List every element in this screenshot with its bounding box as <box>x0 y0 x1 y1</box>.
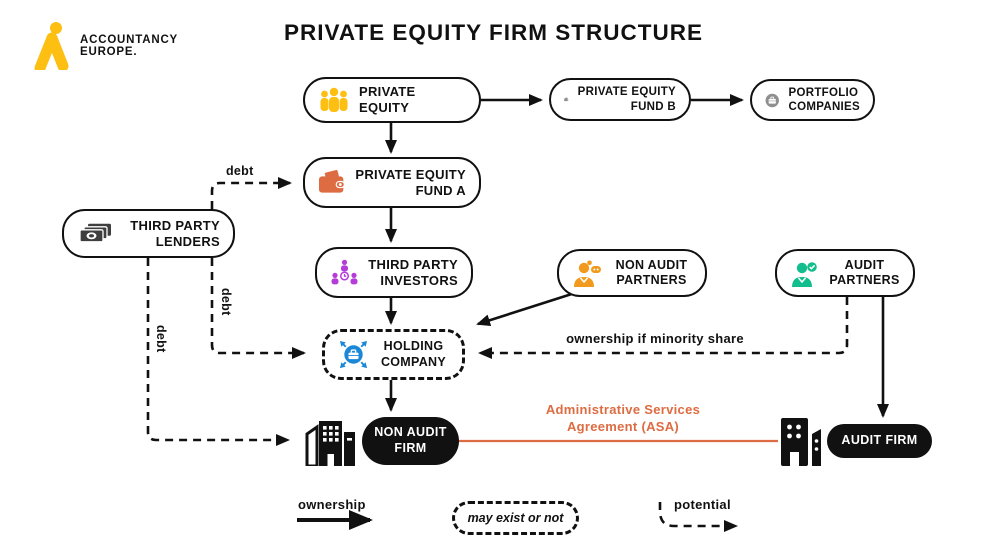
debt-label: debt <box>226 164 254 178</box>
node-third-party-investors: THIRD PARTY INVESTORS <box>315 247 473 298</box>
node-pe-fund-b: PRIVATE EQUITY FUND B <box>549 78 691 121</box>
node-label: AUDIT PARTNERS <box>829 257 900 287</box>
page-title: PRIVATE EQUITY FIRM STRUCTURE <box>283 20 703 45</box>
legend-potential-label: potential <box>674 497 731 512</box>
briefcase-expand-icon <box>339 340 368 369</box>
logo-line1: ACCOUNTANCY <box>80 33 179 46</box>
person-speech-icon <box>574 260 601 287</box>
banknotes-icon <box>79 223 111 242</box>
legend-ownership-label: ownership <box>298 497 366 512</box>
node-non-audit-firm: NON AUDIT FIRM <box>362 417 459 465</box>
building-icon <box>305 421 355 466</box>
legend-potential-arrow <box>658 502 738 532</box>
node-label: PRIVATE EQUITY FUND A <box>355 166 466 198</box>
node-label: PRIVATE EQUITY <box>359 84 416 115</box>
org-network-icon <box>331 259 358 285</box>
edge-debt-lenders-to-holding <box>210 258 306 359</box>
node-non-audit-partners: NON AUDIT PARTNERS <box>557 249 707 297</box>
node-audit-partners: AUDIT PARTNERS <box>775 249 915 297</box>
person-badge-icon <box>792 262 817 287</box>
edge-debt-lenders-to-fund-a <box>210 177 292 209</box>
node-label: THIRD PARTY INVESTORS <box>368 256 458 288</box>
people-group-icon <box>320 87 348 112</box>
edge-minority-audit-partners-to-holding <box>478 297 849 359</box>
wallet-icon <box>564 97 569 102</box>
edge-non-audit-partners-to-holding <box>476 290 579 327</box>
node-label: PRIVATE EQUITY FUND B <box>577 86 676 113</box>
logo-line2: EUROPE. <box>80 46 138 58</box>
node-holding-company: HOLDING COMPANY <box>322 329 465 380</box>
wallet-icon <box>319 169 345 193</box>
legend-may-exist-label: may exist or not <box>467 511 564 525</box>
node-label: NON AUDIT PARTNERS <box>615 257 688 287</box>
node-private-equity: PRIVATE EQUITY <box>303 77 481 123</box>
asa-label: Administrative Services Agreement (ASA) <box>545 402 701 434</box>
minority-share-label: ownership if minority share <box>566 331 744 346</box>
accountancy-europe-logo: ACCOUNTANCY EUROPE. <box>26 8 178 70</box>
briefcase-circle-icon <box>765 93 779 107</box>
node-third-party-lenders: THIRD PARTY LENDERS <box>62 209 235 258</box>
logo-text: ACCOUNTANCY EUROPE. <box>80 34 178 58</box>
logo-figure-icon <box>34 22 69 70</box>
edge-debt-lenders-to-non-audit-firm <box>146 258 290 446</box>
node-portfolio-companies: PORTFOLIO COMPANIES <box>750 79 875 121</box>
node-label: THIRD PARTY LENDERS <box>130 217 220 249</box>
node-label: HOLDING COMPANY <box>380 339 447 369</box>
node-label: PORTFOLIO COMPANIES <box>788 86 860 113</box>
node-audit-firm: AUDIT FIRM <box>827 424 932 458</box>
building-icon <box>781 418 821 466</box>
node-pe-fund-a: PRIVATE EQUITY FUND A <box>303 157 481 208</box>
debt-label: debt <box>219 288 233 316</box>
legend-may-exist-pill: may exist or not <box>452 501 579 535</box>
debt-label: debt <box>154 325 168 353</box>
